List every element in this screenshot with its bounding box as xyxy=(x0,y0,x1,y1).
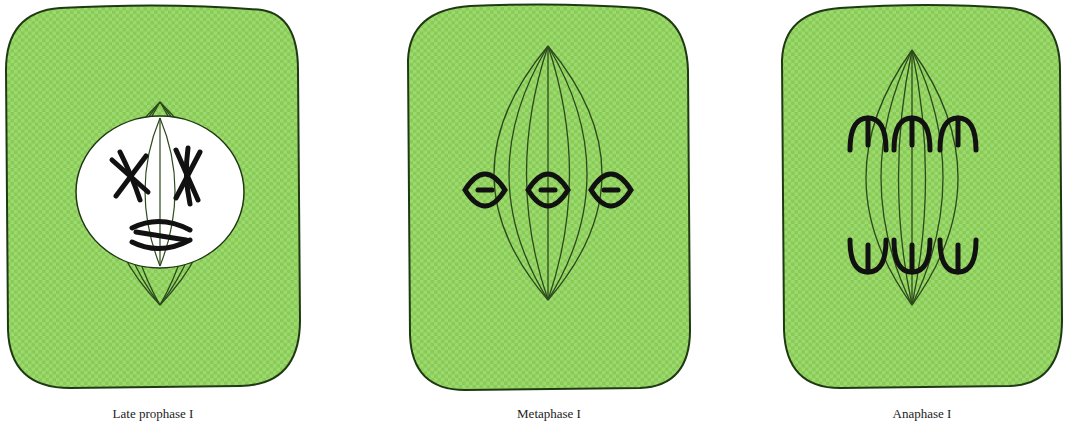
stage-label-text: Metaphase I xyxy=(517,406,581,421)
cell-anaphase xyxy=(782,5,1062,388)
stage-label-text: Late prophase I xyxy=(113,406,194,421)
cell-prophase xyxy=(6,5,300,388)
cell-metaphase xyxy=(408,4,690,390)
stage-label: Late prophase I xyxy=(113,404,194,422)
stage-label: Metaphase I xyxy=(517,404,581,422)
stage-label: Anaphase I xyxy=(893,404,952,422)
stage-label-text: Anaphase I xyxy=(893,406,952,421)
